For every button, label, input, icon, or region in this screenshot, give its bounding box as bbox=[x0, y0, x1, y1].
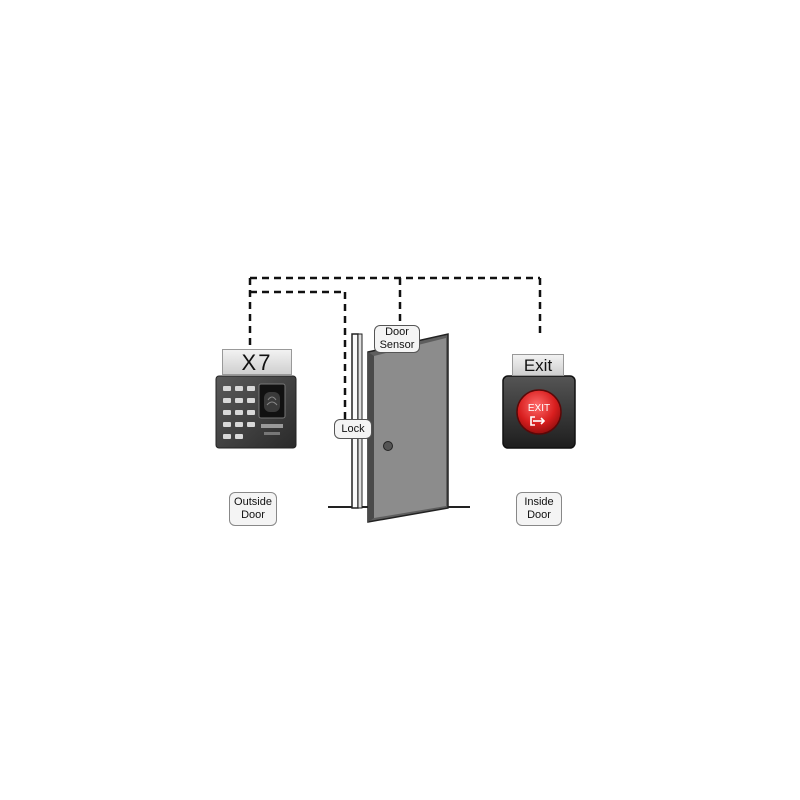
reader-model-sign: X7 bbox=[222, 349, 292, 375]
wiring bbox=[248, 276, 542, 420]
outside-door-label: Outside Door bbox=[229, 492, 277, 526]
door bbox=[367, 333, 449, 523]
keypad-icon bbox=[223, 386, 255, 439]
exit-door-arrow-icon bbox=[530, 416, 546, 426]
fingerprint-sensor-icon bbox=[258, 383, 286, 419]
fingerprint-reader bbox=[215, 375, 297, 449]
reader-model-text: X7 bbox=[241, 350, 273, 375]
door-knob bbox=[383, 441, 393, 451]
exit-button-text: EXIT bbox=[528, 403, 550, 414]
exit-button-device: EXIT bbox=[502, 375, 576, 449]
door-sensor-label: Door Sensor bbox=[374, 325, 420, 353]
exit-sign: Exit bbox=[512, 354, 564, 376]
lock-label: Lock bbox=[334, 419, 372, 439]
exit-push-button bbox=[516, 389, 562, 435]
exit-sign-text: Exit bbox=[523, 356, 553, 375]
inside-door-label: Inside Door bbox=[516, 492, 562, 526]
